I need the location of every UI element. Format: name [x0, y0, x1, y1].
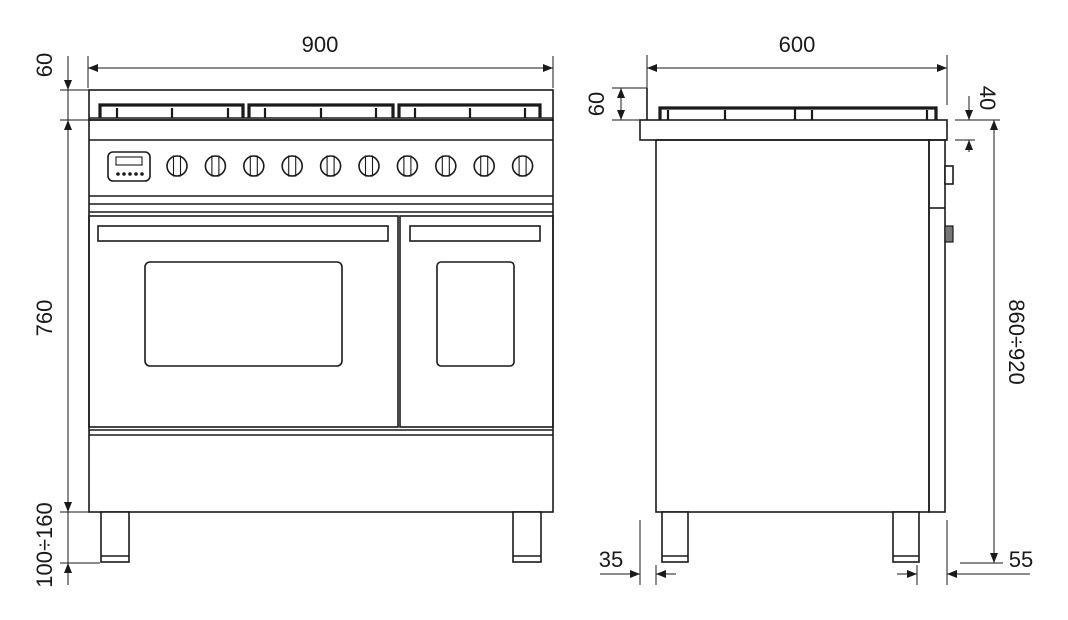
control-knob	[243, 155, 265, 177]
front-hob-height-label: 60	[32, 53, 57, 77]
side-handle-profile	[944, 225, 954, 243]
side-knob-profile	[944, 165, 954, 185]
front-pan-supports	[98, 103, 542, 118]
control-knob	[166, 155, 188, 177]
front-height-dimensions: 60 760 100÷160	[32, 53, 100, 588]
control-knob	[396, 155, 419, 177]
side-front-foot-offset-label: 55	[1009, 547, 1033, 572]
control-knob	[434, 155, 457, 177]
control-knob	[511, 155, 534, 177]
front-view: 900 60 760 100÷160	[32, 32, 554, 588]
main-oven-window	[144, 261, 343, 367]
side-front-foot	[892, 511, 920, 563]
side-rear-foot-offset-label: 35	[599, 547, 623, 572]
main-oven-handle	[97, 225, 389, 242]
side-hob-height-dimension: 60	[584, 87, 647, 121]
side-body	[655, 139, 930, 513]
storage-drawer	[89, 429, 553, 436]
side-view: 600 60 40 860÷920 35	[584, 32, 1033, 585]
front-width-dimension: 900	[87, 32, 554, 88]
front-feet-height-label: 100÷160	[32, 502, 57, 588]
front-width-label: 900	[302, 32, 339, 57]
side-total-height-dimension: 860÷920	[960, 120, 1029, 564]
digital-timer-display	[107, 151, 151, 182]
side-depth-label: 600	[779, 32, 816, 57]
front-control-panel	[89, 151, 553, 213]
control-knob	[319, 155, 342, 177]
side-pan-supports	[658, 106, 938, 120]
control-knob	[358, 155, 380, 177]
aux-oven-door	[399, 215, 554, 428]
aux-oven-window	[436, 261, 515, 367]
aux-oven-handle	[409, 225, 541, 242]
side-depth-dimension: 600	[646, 32, 948, 108]
control-knob	[204, 155, 227, 177]
control-knob	[473, 155, 496, 177]
side-front-panel	[928, 139, 946, 513]
front-left-foot	[100, 511, 130, 563]
side-top-edge-label: 40	[975, 86, 1000, 110]
control-knobs	[166, 155, 534, 177]
side-foot-offset-dimensions: 35 55	[599, 520, 1033, 585]
front-right-foot	[512, 511, 542, 563]
side-top-edge-dimension: 40	[955, 86, 1000, 152]
side-hob-height-label: 60	[584, 92, 609, 116]
side-hob-top	[639, 119, 948, 141]
front-body	[88, 119, 554, 513]
main-oven-door	[88, 215, 399, 428]
side-rear-foot	[661, 511, 689, 563]
control-knob	[281, 155, 304, 177]
front-body-height-label: 760	[32, 300, 57, 337]
side-total-height-label: 860÷920	[1004, 299, 1029, 385]
